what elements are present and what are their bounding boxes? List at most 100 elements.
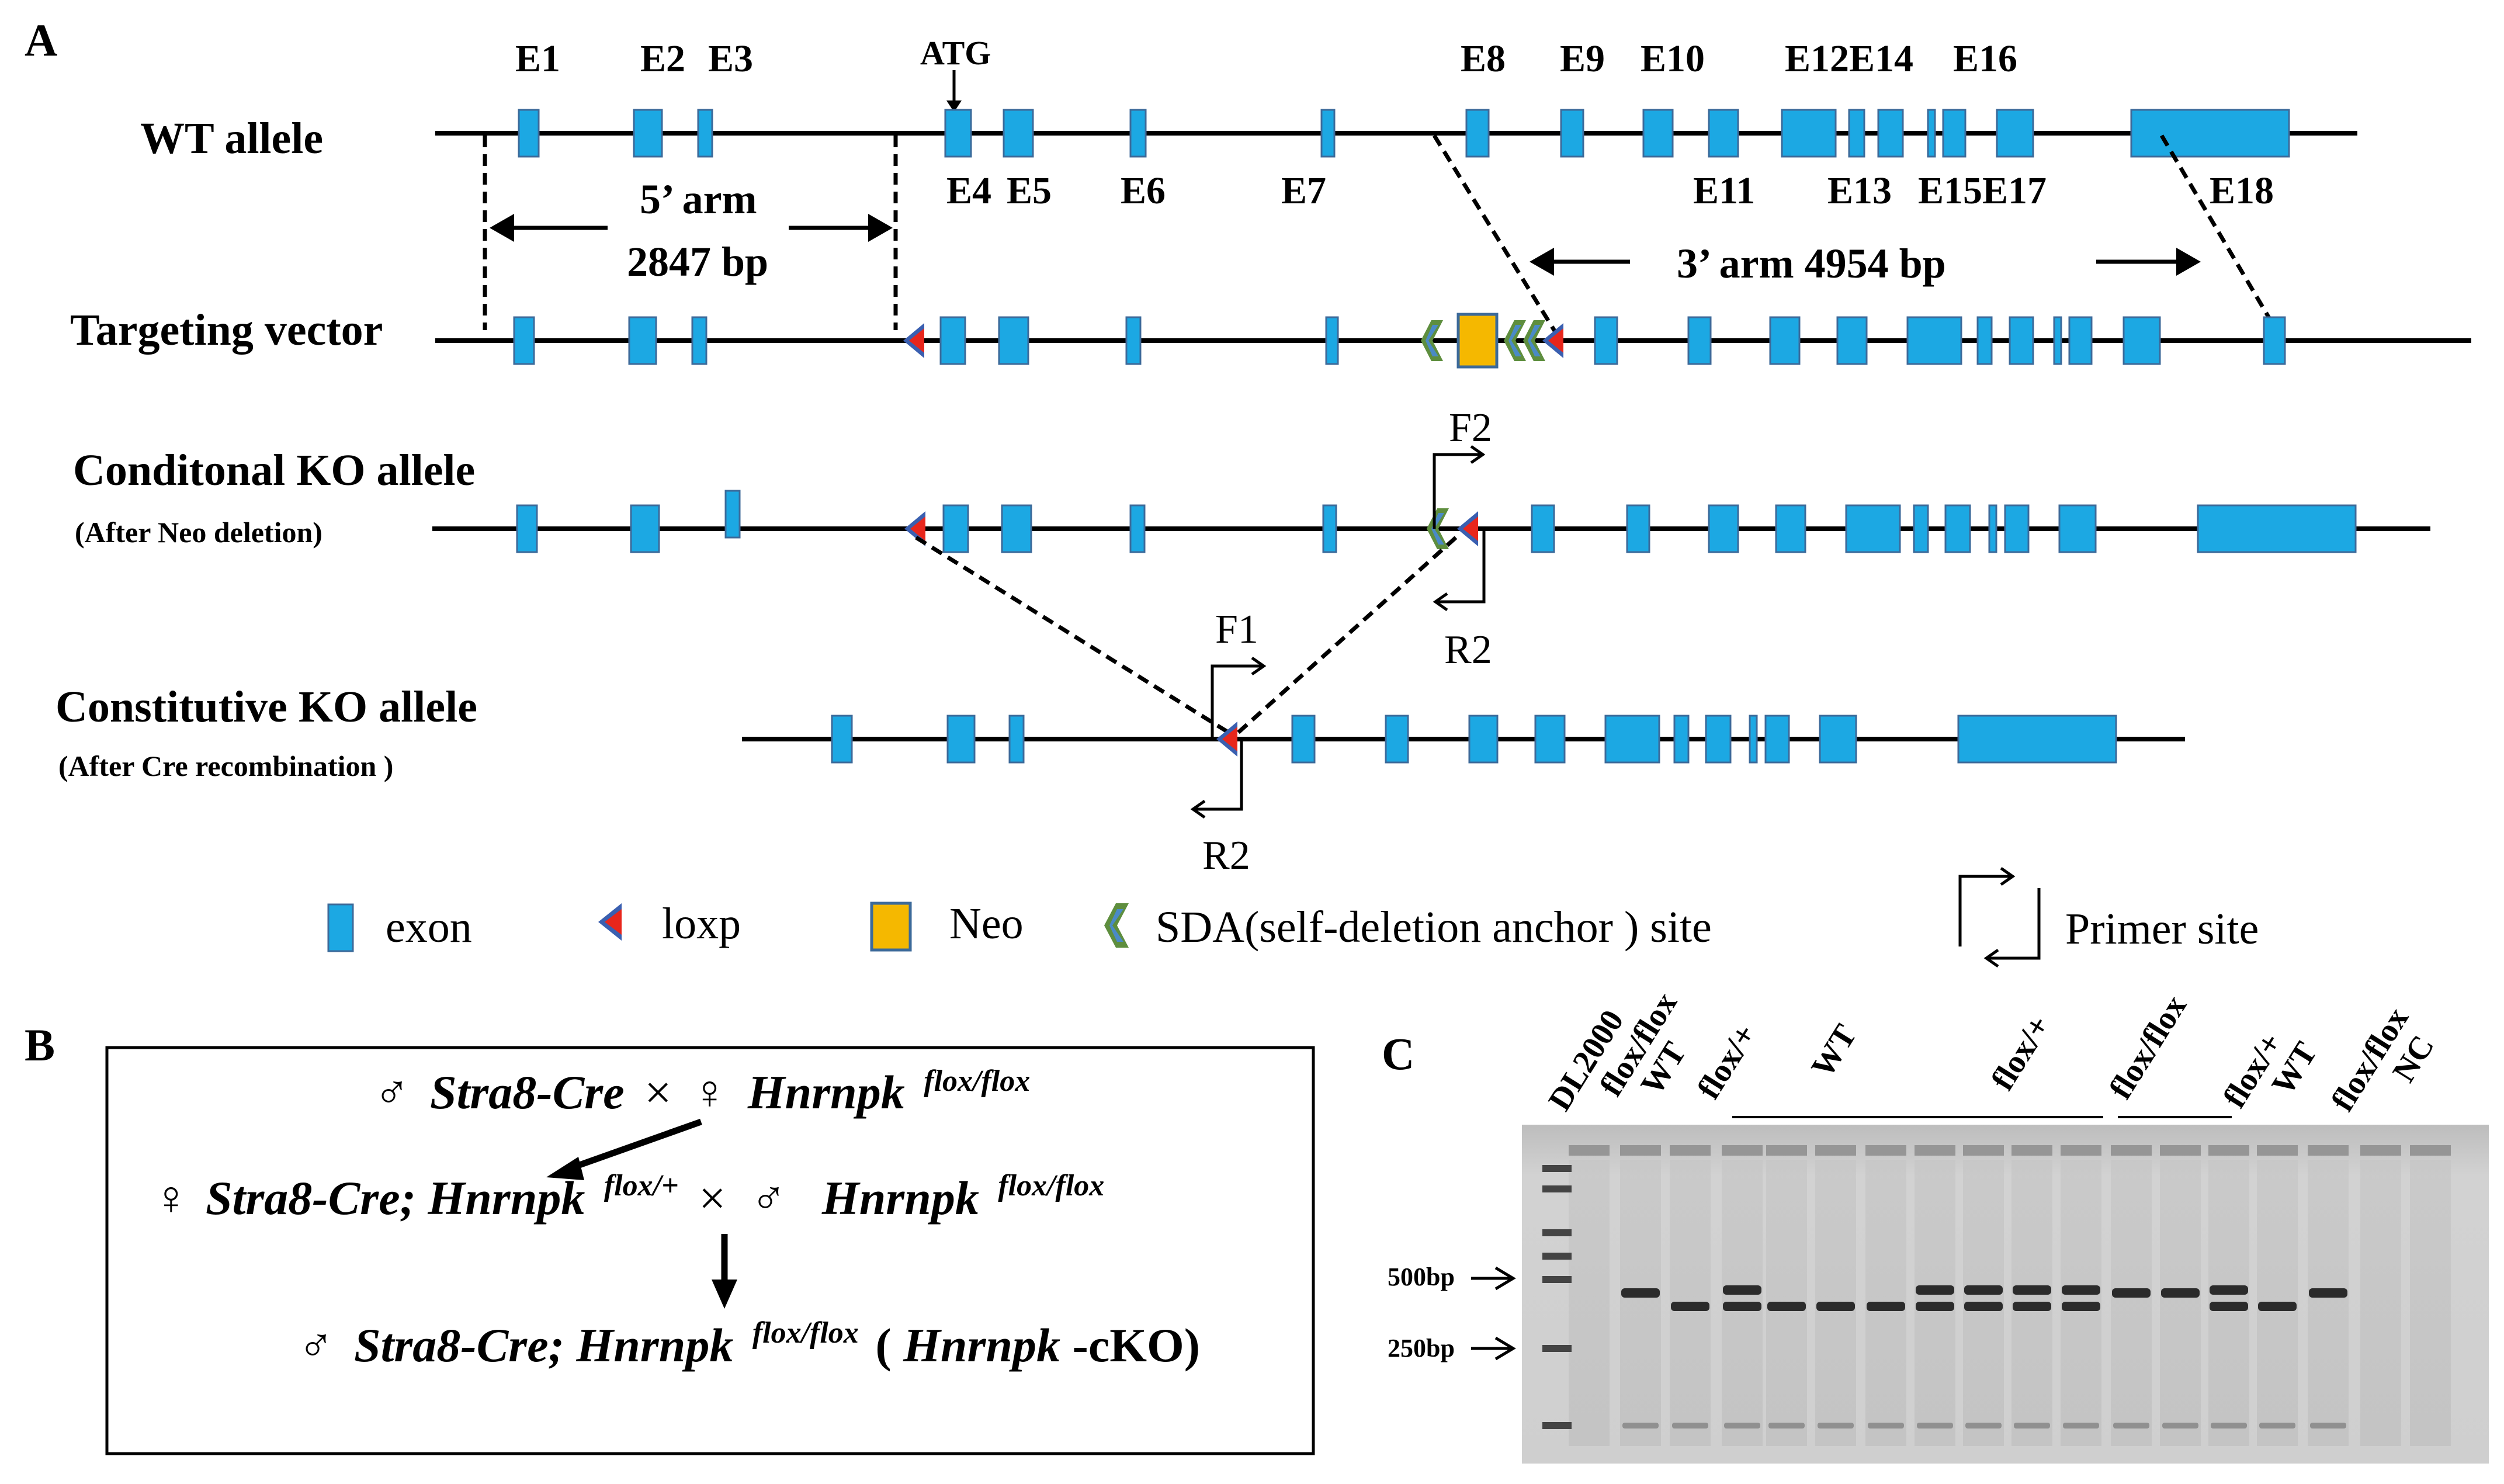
gel-primer-dimer xyxy=(1724,1423,1760,1428)
lane-label-flox-het-group: flox/+ xyxy=(1984,1009,2058,1097)
gel-lanes xyxy=(1569,1145,2451,1446)
gel-well xyxy=(2208,1145,2249,1156)
gel-primer-dimer xyxy=(1965,1423,2002,1428)
tv-exon xyxy=(513,316,535,365)
wt-exon-e15 xyxy=(1927,109,1936,158)
lane-label-wt-group: WT xyxy=(1804,1018,1864,1084)
marker-250bp-label: 250bp xyxy=(1388,1334,1455,1362)
wt-exon-e16 xyxy=(1942,109,1967,158)
cross-box xyxy=(105,1046,1315,1455)
legend-exon-swatch xyxy=(327,903,354,952)
cross-arrow-1-head xyxy=(546,1157,584,1180)
wt-exon-e10 xyxy=(1642,109,1674,158)
legend-primer-icon xyxy=(1958,866,2041,968)
gel-primer-dimer xyxy=(1768,1423,1805,1428)
gel-band-flox xyxy=(2210,1285,2248,1295)
tv-exon xyxy=(628,316,657,365)
wt-exon-e9 xyxy=(1560,109,1584,158)
gel-primer-dimer xyxy=(1917,1423,1953,1428)
wt-exon-e17 xyxy=(1996,109,2034,158)
gel-band-flox xyxy=(1964,1285,2003,1295)
label-e10: E10 xyxy=(1641,37,1705,80)
wt-exon-e12 xyxy=(1781,109,1837,158)
arm3-left-dash xyxy=(1433,134,1557,333)
label-e5: E5 xyxy=(1007,169,1052,212)
panel-a: A E1 E2 E3 E8 E9 E10 E12E14 E16 ATG WT a… xyxy=(25,15,2471,968)
wt-exon-e5 xyxy=(1003,109,1034,158)
gel-primer-dimer xyxy=(1868,1423,1904,1428)
coko-exon xyxy=(1819,715,1857,764)
conditional-ko-sublabel: (After Neo deletion) xyxy=(75,516,322,549)
gel-well xyxy=(1766,1145,1807,1156)
targeting-vector-label: Targeting vector xyxy=(70,306,383,355)
label-e18: E18 xyxy=(2210,169,2274,212)
cko-exon xyxy=(630,504,660,553)
cko-exon xyxy=(1944,504,1971,553)
gel-band-flox xyxy=(2309,1288,2347,1298)
gel-band-wt xyxy=(2062,1302,2100,1311)
cko-exon xyxy=(724,490,741,539)
gel-band-flox xyxy=(1723,1285,1761,1295)
cko-exons xyxy=(516,490,2357,553)
gel-well xyxy=(2011,1145,2052,1156)
flox-parent-gene: Hnrnpk xyxy=(747,1066,905,1119)
wt-exon-e8 xyxy=(1465,109,1490,158)
primer-r2-label-b: R2 xyxy=(1202,833,1250,878)
gel-band-wt xyxy=(2013,1302,2051,1311)
coko-exon xyxy=(1008,715,1025,764)
male-symbol: ♂ xyxy=(374,1066,410,1119)
tv-neo xyxy=(1456,313,1499,369)
cko-exon xyxy=(1988,504,1997,553)
legend-neo-label: Neo xyxy=(949,899,1024,948)
cko-suffix: -cKO) xyxy=(1073,1319,1201,1372)
ladder-band xyxy=(1542,1276,1572,1283)
tv-exon xyxy=(939,316,966,365)
coko-exon xyxy=(1705,715,1732,764)
legend-sda-icon xyxy=(1104,903,1129,948)
coko-exon xyxy=(1957,715,2117,764)
legend-sda-label: SDA(self-deletion anchor ) site xyxy=(1156,903,1712,952)
primer-f1-arrow xyxy=(1211,664,1262,739)
cko-loxp-2 xyxy=(1457,511,1478,546)
gel-well xyxy=(2111,1145,2152,1156)
gel-lane xyxy=(1569,1160,1610,1446)
gel-lane xyxy=(2410,1160,2451,1446)
gel-primer-dimer xyxy=(1672,1423,1708,1428)
legend-exon-label: exon xyxy=(386,903,472,952)
cko-geno-sup: flox/flox xyxy=(752,1316,859,1350)
label-e3: E3 xyxy=(708,37,753,80)
coko-exon xyxy=(1764,715,1790,764)
cko-exon xyxy=(1626,504,1650,553)
cko-exon xyxy=(1531,504,1555,553)
coko-exon xyxy=(946,715,976,764)
gel-primer-dimer xyxy=(2014,1423,2050,1428)
gel-band-flox xyxy=(2112,1288,2151,1298)
gel-well xyxy=(2160,1145,2201,1156)
cko-gene: Hnrnpk xyxy=(903,1319,1060,1372)
gel-band-flox xyxy=(1916,1285,1954,1295)
gel-primer-dimer xyxy=(1818,1423,1854,1428)
male-symbol-2: ♂ xyxy=(751,1171,787,1225)
label-e12-e14: E12E14 xyxy=(1785,37,1913,80)
tv-exon xyxy=(2122,316,2161,365)
gel-well xyxy=(1815,1145,1856,1156)
primer-f2-label: F2 xyxy=(1449,405,1492,450)
wt-exon-e18 xyxy=(2130,109,2290,158)
tv-exon xyxy=(1769,316,1801,365)
arm5-arrow-left-head xyxy=(490,214,514,242)
female-symbol-2: ♀ xyxy=(153,1171,189,1225)
gel-band-flox xyxy=(2161,1288,2200,1298)
wt-exon-e2 xyxy=(633,109,663,158)
cross-arrow-1-shaft xyxy=(568,1118,702,1172)
coko-exon xyxy=(1385,715,1409,764)
legend-loxp-icon xyxy=(598,903,622,941)
coko-exon xyxy=(1291,715,1316,764)
cross-line-3: ♂ Stra8-Cre; Hnrnpk flox/flox ( Hnrnpk -… xyxy=(298,1300,1200,1372)
arm3-arrow-right-head xyxy=(2176,248,2201,276)
gel-band-wt xyxy=(1723,1302,1761,1311)
ladder-band xyxy=(1542,1185,1572,1192)
arm3-right-dash xyxy=(2159,134,2280,333)
exon-labels-bottom: E4 E5 E6 E7 E11 E13 E15E17 E18 xyxy=(946,169,2274,212)
legend-neo-swatch xyxy=(870,902,912,952)
het-geno: flox/+ xyxy=(604,1169,679,1202)
